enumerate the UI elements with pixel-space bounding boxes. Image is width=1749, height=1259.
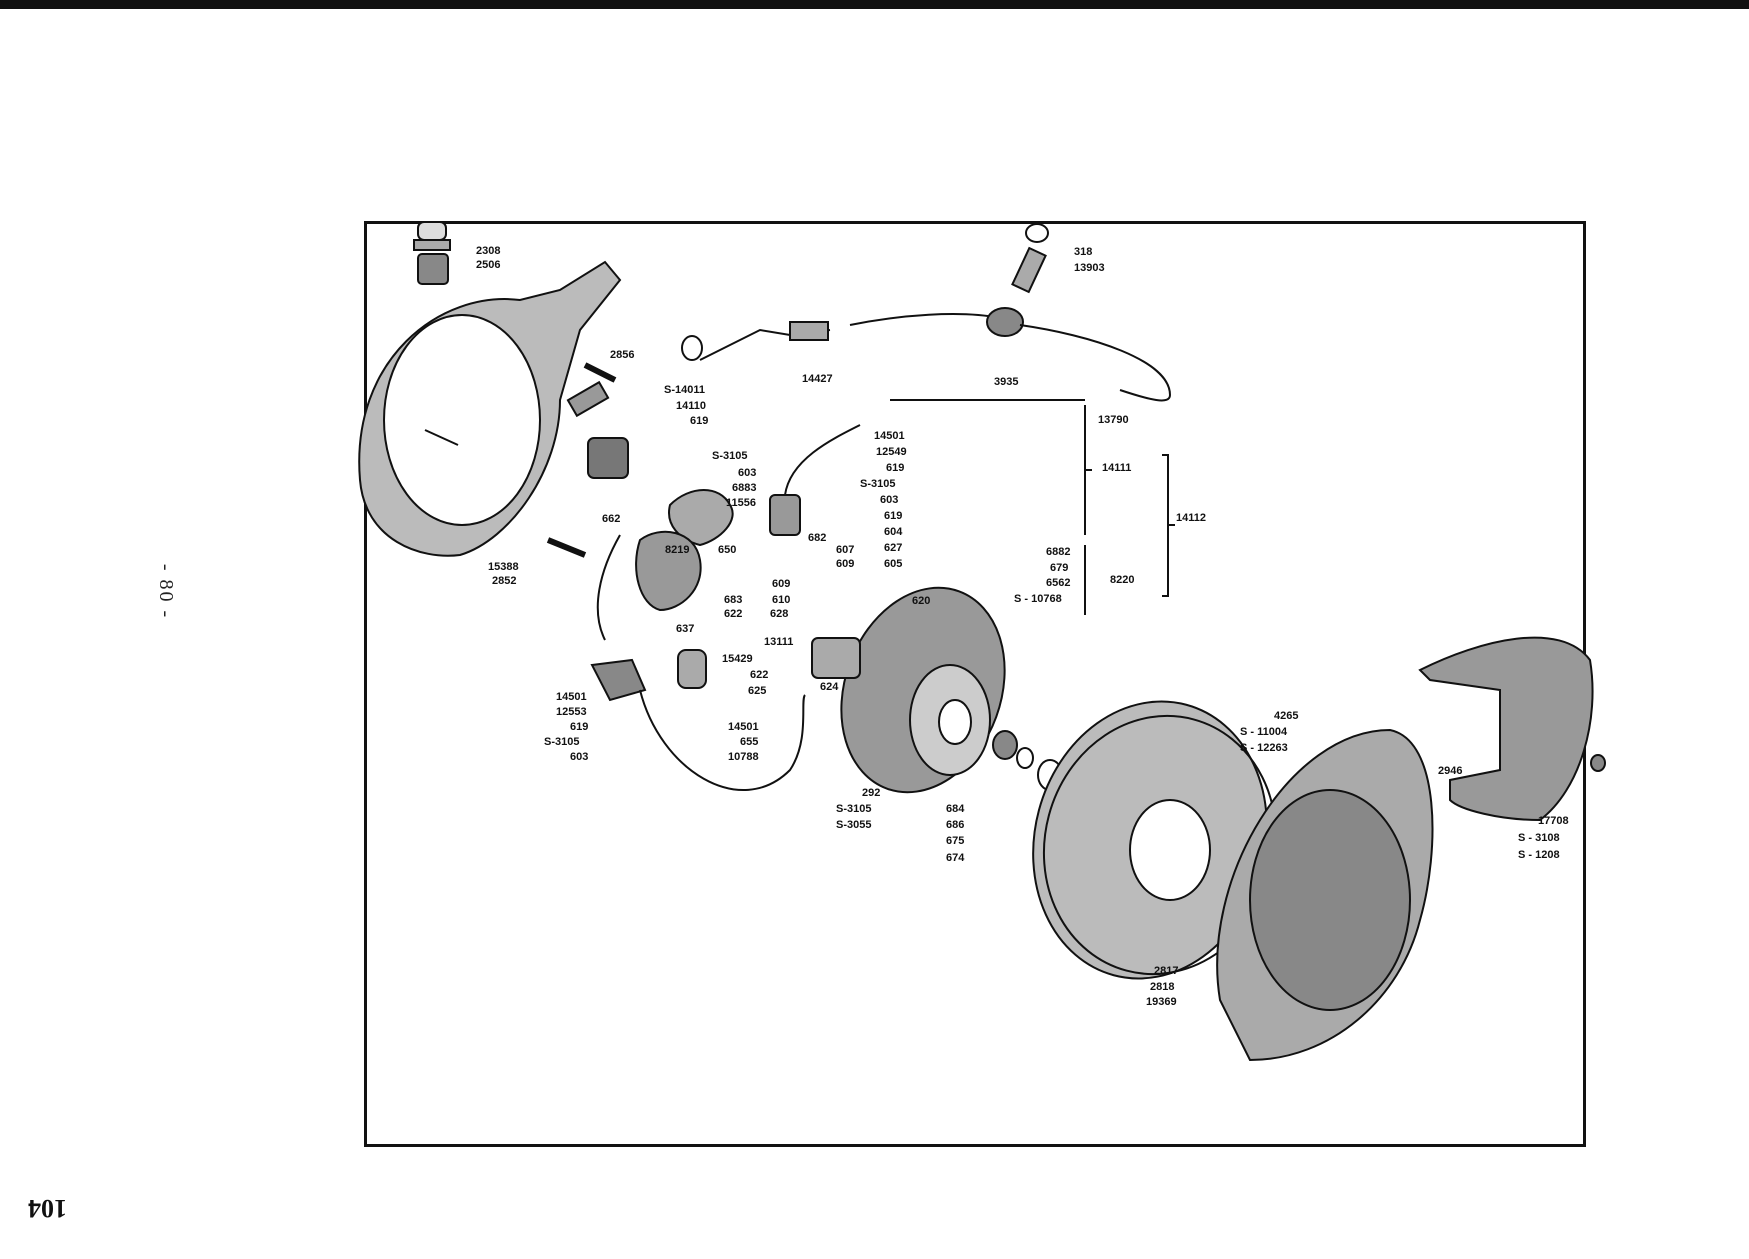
part-label: 10788 xyxy=(728,751,759,763)
part-label: S - 11004 xyxy=(1240,726,1288,738)
part-label: 2308 xyxy=(476,245,500,257)
part-label: 622 xyxy=(750,669,768,681)
part-condenser xyxy=(677,649,707,689)
part-label: 679 xyxy=(1050,562,1068,574)
part-label: 628 xyxy=(770,608,788,620)
part-label: S - 10768 xyxy=(1014,593,1062,605)
part-label: 12549 xyxy=(876,446,907,458)
part-labels: 230825062856153882852S-1401114110619662S… xyxy=(476,245,1569,1008)
part-label: 17708 xyxy=(1538,815,1569,827)
part-label: 6882 xyxy=(1046,546,1070,558)
part-label: 14111 xyxy=(1102,462,1131,474)
part-label: 13111 xyxy=(764,636,793,648)
part-label: S-3105 xyxy=(712,450,747,462)
part-label: 14501 xyxy=(874,430,905,442)
part-label: 627 xyxy=(884,542,902,554)
part-plug-lead xyxy=(681,223,1172,402)
part-coil xyxy=(769,424,861,536)
part-label: 684 xyxy=(946,803,965,815)
part-label: 682 xyxy=(808,532,826,544)
scan-top-edge xyxy=(0,0,1749,9)
part-fan-shroud xyxy=(1216,728,1434,1062)
part-label: S-14011 xyxy=(664,384,705,396)
part-label: 318 xyxy=(1074,246,1092,258)
part-label: 620 xyxy=(912,595,930,607)
part-label: 609 xyxy=(772,578,790,590)
part-label: 15429 xyxy=(722,653,753,665)
part-label: S - 3108 xyxy=(1518,832,1560,844)
part-label: 8219 xyxy=(665,544,689,556)
bracket-14112 xyxy=(1162,454,1175,597)
part-label: 610 xyxy=(772,594,790,606)
part-label: 619 xyxy=(570,721,588,733)
part-label: 2818 xyxy=(1150,981,1174,993)
part-breaker-plate xyxy=(587,437,734,612)
part-label: S-3055 xyxy=(836,819,871,831)
part-label: 14501 xyxy=(728,721,759,733)
part-label: 11556 xyxy=(726,497,756,509)
part-label: 619 xyxy=(886,462,904,474)
part-label: 2506 xyxy=(476,259,500,271)
part-label: 655 xyxy=(740,736,758,748)
part-lead-10788 xyxy=(639,689,806,791)
part-label: 14427 xyxy=(802,373,833,385)
part-bolt-2852 xyxy=(546,537,587,558)
part-label: 6562 xyxy=(1046,577,1070,589)
part-fan-housing xyxy=(358,260,622,557)
part-label: 686 xyxy=(946,819,964,831)
part-label: 605 xyxy=(884,558,902,570)
part-label: S-3105 xyxy=(836,803,871,815)
part-cooling-fan xyxy=(1032,700,1278,980)
part-label: S-3105 xyxy=(544,736,579,748)
part-label: 603 xyxy=(880,494,898,506)
part-lead-14501 xyxy=(596,534,621,641)
part-label: 683 xyxy=(724,594,742,606)
part-flywheel xyxy=(811,586,1006,794)
part-label: 14501 xyxy=(556,691,587,703)
part-label: 607 xyxy=(836,544,854,556)
bracket-14111 xyxy=(1084,405,1092,535)
part-label: 6883 xyxy=(732,482,756,494)
part-label: S - 12263 xyxy=(1240,742,1288,754)
parts-group xyxy=(358,221,1606,1062)
part-label: 292 xyxy=(862,787,880,799)
part-label: 622 xyxy=(724,608,742,620)
part-label: 604 xyxy=(884,526,903,538)
part-label: 662 xyxy=(602,513,620,525)
part-label: S-3105 xyxy=(860,478,895,490)
part-label: 624 xyxy=(820,681,839,693)
part-sensor xyxy=(590,658,647,702)
part-guard xyxy=(1418,636,1594,822)
part-label: 14110 xyxy=(676,400,706,412)
part-label: 674 xyxy=(946,852,965,864)
part-label: 625 xyxy=(748,685,766,697)
part-label: 2856 xyxy=(610,349,634,361)
part-label: 609 xyxy=(836,558,854,570)
part-label: 19369 xyxy=(1146,996,1177,1008)
part-label: 15388 xyxy=(488,561,519,573)
part-label: 8220 xyxy=(1110,574,1134,586)
part-label: 14112 xyxy=(1176,512,1206,524)
part-label: 650 xyxy=(718,544,736,556)
part-label: 12553 xyxy=(556,706,587,718)
part-label: 2946 xyxy=(1438,765,1462,777)
part-label: 675 xyxy=(946,835,964,847)
part-label: 2817 xyxy=(1154,965,1178,977)
part-nut xyxy=(1590,754,1606,772)
part-label: 2852 xyxy=(492,575,516,587)
part-label: 619 xyxy=(690,415,708,427)
part-label: 619 xyxy=(884,510,902,522)
part-label: S - 1208 xyxy=(1518,849,1560,861)
part-label: 3935 xyxy=(994,376,1018,388)
part-label: 13903 xyxy=(1074,262,1105,274)
part-label: 603 xyxy=(570,751,588,763)
part-label: 603 xyxy=(738,467,756,479)
part-label: 637 xyxy=(676,623,694,635)
part-bolt-2856 xyxy=(583,362,617,383)
part-label: 13790 xyxy=(1098,414,1129,426)
part-label: 4265 xyxy=(1274,710,1298,722)
part-cap xyxy=(413,221,451,285)
